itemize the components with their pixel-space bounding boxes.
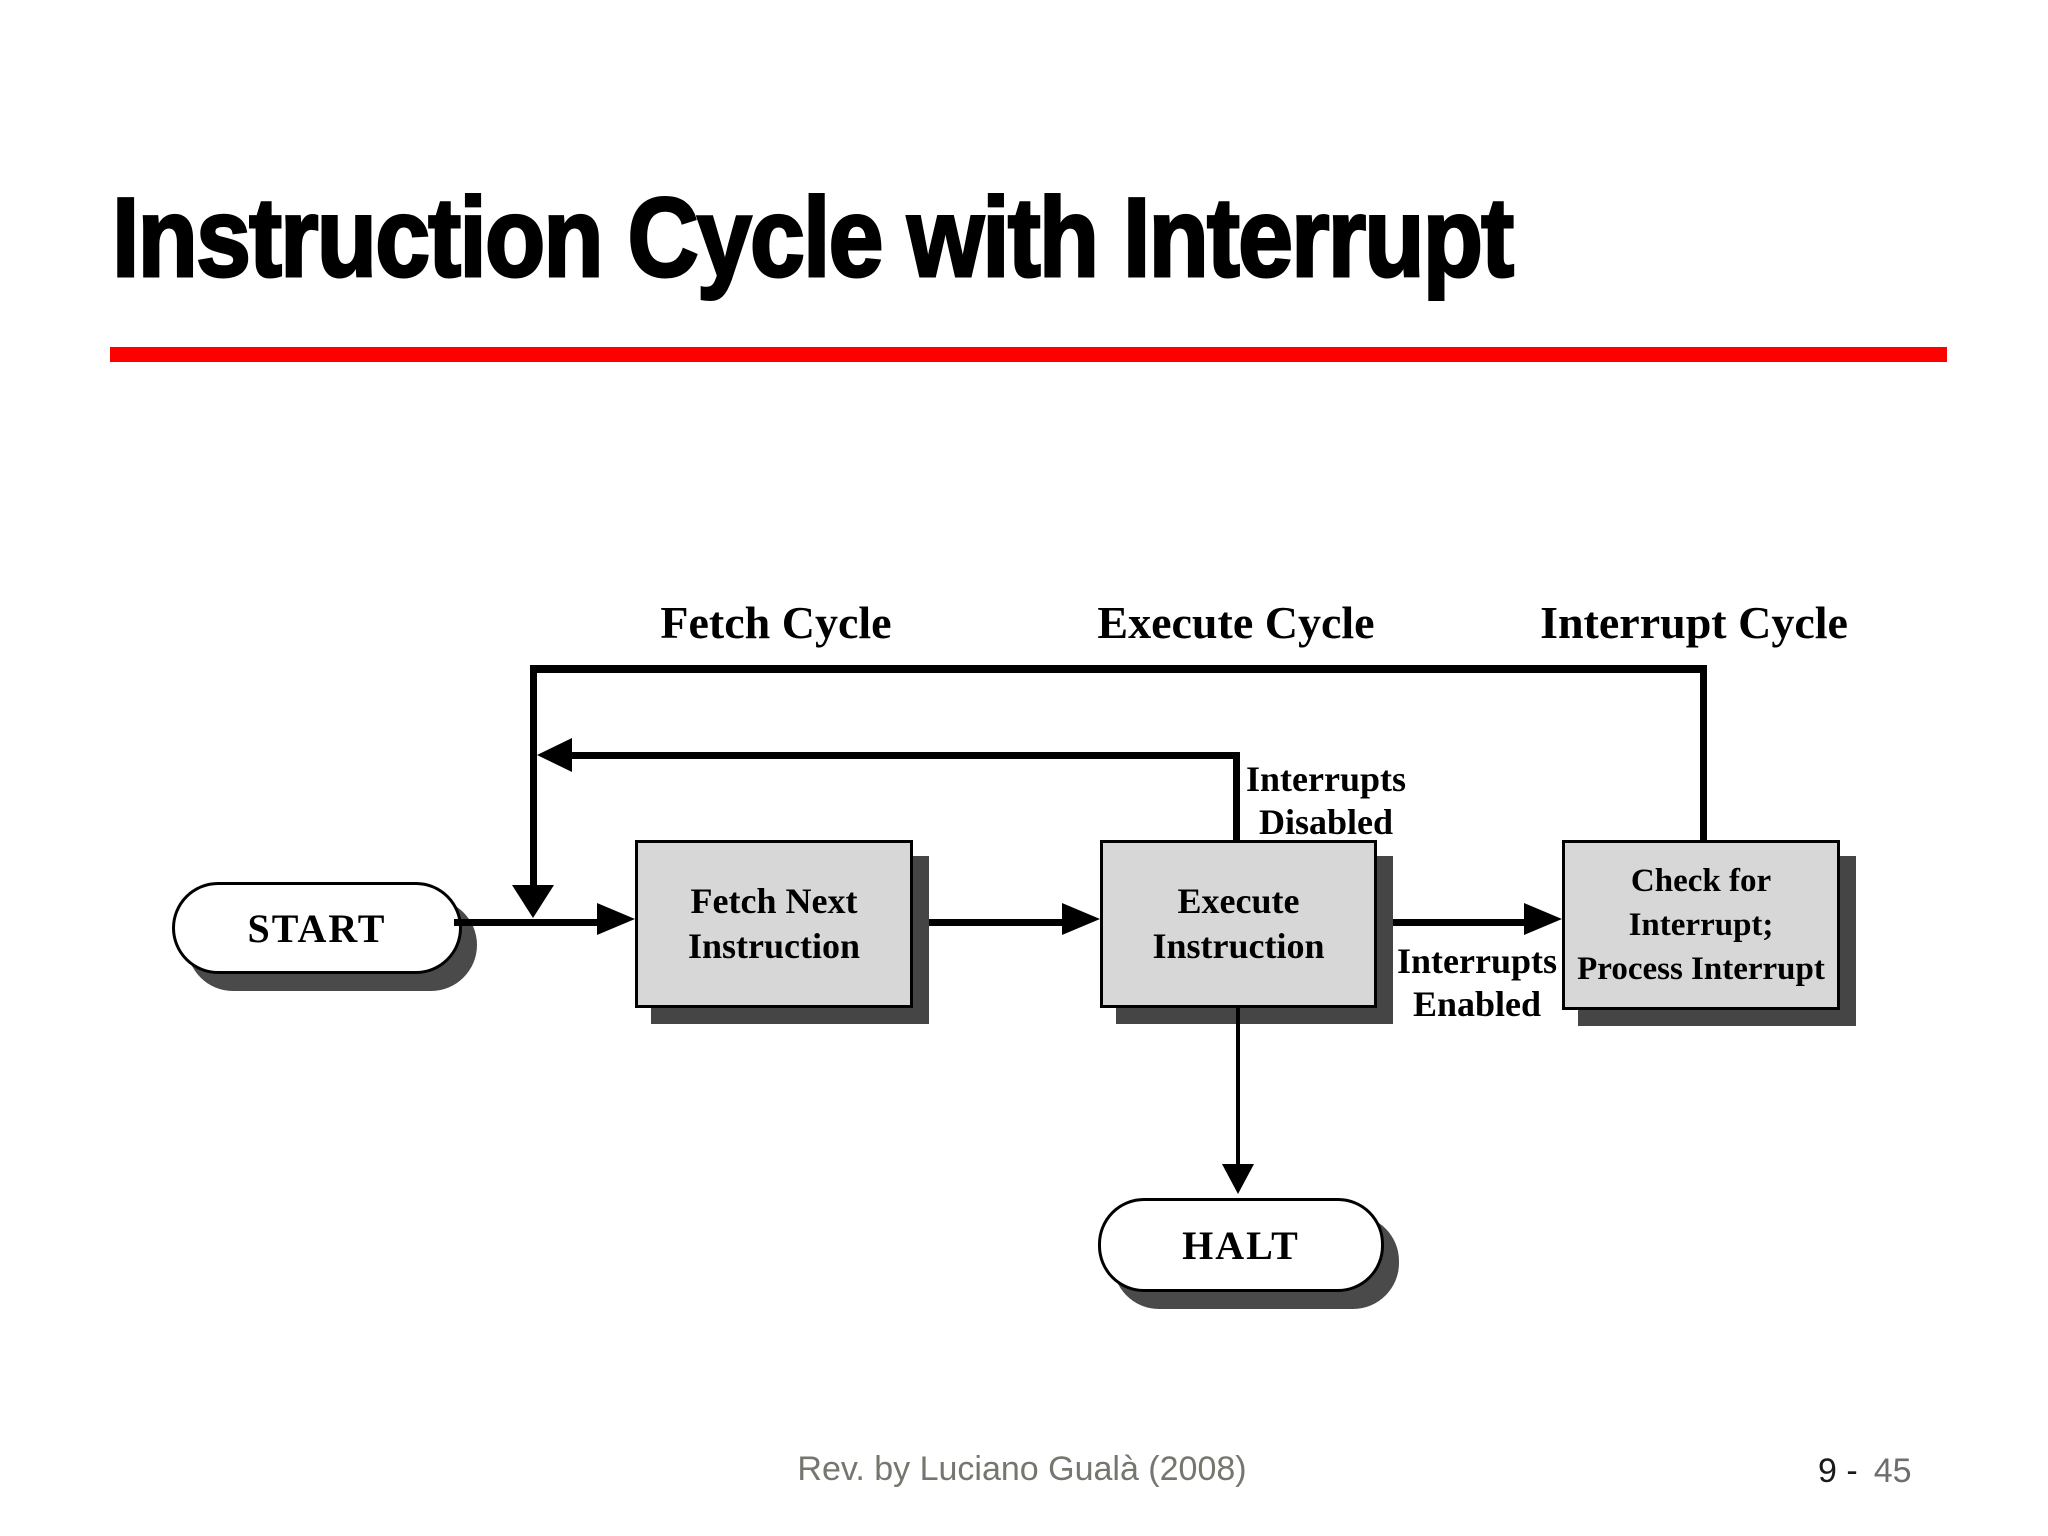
node-fetch-label-line: Fetch Next bbox=[690, 881, 858, 921]
page-number: 9 - 45 bbox=[1818, 1452, 1912, 1491]
edge-label-interrupts-enabled: Interrupts Enabled bbox=[1397, 940, 1557, 1026]
footer-credit: Rev. by Luciano Gualà (2008) bbox=[797, 1450, 1247, 1488]
arrow-start-to-fetch-line bbox=[454, 919, 600, 926]
page-title: Instruction Cycle with Interrupt bbox=[111, 175, 1516, 300]
node-check-label-line: Interrupt; bbox=[1628, 907, 1774, 943]
node-start-label: START bbox=[247, 905, 387, 951]
arrowhead-execute-to-halt-icon bbox=[1222, 1164, 1254, 1194]
node-fetch-label-line: Instruction bbox=[687, 926, 861, 966]
node-halt-label: HALT bbox=[1182, 1222, 1300, 1268]
arrowhead-into-fetch-junction-icon bbox=[512, 885, 554, 918]
node-execute-label-line: Execute bbox=[1177, 881, 1300, 921]
inner-return-line-vertical bbox=[1233, 752, 1240, 840]
edge-label-line: Disabled bbox=[1258, 802, 1394, 842]
arrowhead-start-to-fetch-icon bbox=[597, 903, 635, 935]
node-check-label-line: Process Interrupt bbox=[1577, 951, 1825, 987]
label-interrupt-cycle: Interrupt Cycle bbox=[1540, 597, 1848, 648]
node-halt: HALT bbox=[1098, 1198, 1384, 1292]
arrowhead-fetch-to-execute-icon bbox=[1062, 903, 1100, 935]
inner-return-line-horizontal bbox=[550, 752, 1238, 759]
outer-return-line-left-vertical bbox=[530, 665, 537, 887]
node-start: START bbox=[172, 882, 462, 974]
edge-label-line: Enabled bbox=[1412, 984, 1542, 1024]
node-check-for-interrupt: Check for Interrupt; Process Interrupt bbox=[1562, 840, 1840, 1010]
edge-label-line: Interrupts bbox=[1397, 941, 1557, 981]
outer-return-line-horizontal bbox=[530, 665, 1707, 673]
edge-label-line: Interrupts bbox=[1246, 759, 1406, 799]
label-fetch-cycle: Fetch Cycle bbox=[660, 597, 892, 648]
outer-return-line-right-vertical bbox=[1700, 665, 1707, 842]
node-fetch-next-instruction: Fetch Next Instruction bbox=[635, 840, 913, 1008]
node-execute-label-line: Instruction bbox=[1152, 926, 1325, 966]
arrow-execute-to-halt-line bbox=[1236, 1008, 1240, 1166]
arrow-execute-to-check-line bbox=[1380, 919, 1526, 926]
arrowhead-execute-to-check-icon bbox=[1524, 903, 1562, 935]
node-check-label-line: Check for bbox=[1630, 863, 1772, 899]
arrow-fetch-to-execute-line bbox=[916, 919, 1064, 926]
page-number-value: 45 bbox=[1873, 1452, 1912, 1490]
node-execute-instruction: Execute Instruction bbox=[1100, 840, 1377, 1008]
arrowhead-inner-return-left-icon bbox=[537, 738, 572, 772]
edge-label-interrupts-disabled: Interrupts Disabled bbox=[1246, 758, 1406, 844]
page-number-prefix: 9 - bbox=[1818, 1452, 1858, 1490]
label-execute-cycle: Execute Cycle bbox=[1097, 597, 1375, 648]
title-underline-rule bbox=[110, 347, 1947, 362]
